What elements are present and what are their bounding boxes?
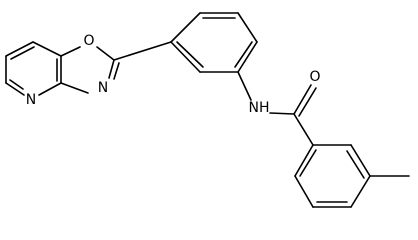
oxazole-nitrogen-label: N: [98, 80, 108, 96]
pyridine-ring: [5, 41, 62, 96]
oxazole-oxygen-label: O: [83, 33, 94, 49]
amide-nh-label: NH: [249, 100, 270, 116]
pyridine-nitrogen-label: N: [26, 92, 36, 108]
bond-oxazole-phenyl: [113, 41, 172, 61]
molecule-structure: O N N NH O: [5, 12, 410, 208]
phenyl-ring-middle: [170, 12, 258, 73]
amide-linkage: [237, 71, 317, 146]
molecule-diagram-canvas: O N N NH O: [5, 12, 410, 208]
carbonyl-oxygen-label: O: [309, 69, 320, 85]
oxazole-ring: [60, 46, 120, 94]
benzoyl-ring: [294, 144, 371, 208]
